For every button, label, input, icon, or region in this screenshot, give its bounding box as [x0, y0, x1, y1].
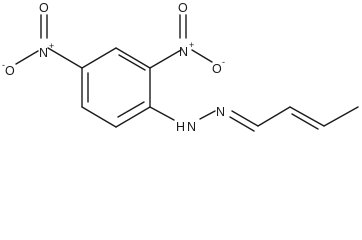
charge-label-minus: -: [222, 57, 225, 67]
c-c-terminal-bond: [323, 106, 359, 127]
ring-to-nitro-bond: [149, 49, 182, 69]
atom-label-nitro-o: O: [39, 1, 49, 15]
atom-label-nitro-n: N: [39, 46, 48, 60]
benzene-ring: [81, 47, 151, 128]
ring-double-bond: [118, 54, 146, 71]
atom-label-nitro-o: O: [212, 62, 222, 76]
ring-double-bond: [117, 101, 145, 118]
atom-label-nitro-o: O: [178, 1, 188, 15]
nitro-single-bond: [15, 50, 39, 65]
ring-bond: [81, 47, 117, 69]
atom-label-nh-h: H: [176, 120, 185, 134]
ring-bond: [81, 106, 117, 128]
chemical-structure: N + O O - N + O O - H N N: [2, 1, 359, 134]
charge-label-plus: +: [189, 40, 194, 50]
c-c-double-bond: [289, 106, 325, 127]
ring-bond: [115, 106, 151, 128]
nitro-single-bond: [191, 49, 213, 63]
charge-label-plus: +: [49, 41, 54, 51]
ring-bond: [115, 47, 151, 69]
ring-to-nh-bond: [149, 106, 175, 121]
nitro-group-right-bonds: [149, 14, 213, 69]
atom-label-nitro-n: N: [179, 45, 188, 59]
nh-n-bond: [199, 110, 216, 120]
nitro-group-left-bonds: [15, 14, 83, 69]
n-c-double-bond: [229, 116, 255, 132]
atom-label-nitro-o: O: [5, 64, 15, 78]
n-c-double-bond: [231, 110, 259, 127]
charge-label-minus: -: [2, 60, 5, 70]
c-c-single-bond: [257, 106, 291, 127]
atom-label-nh-n: N: [187, 120, 196, 134]
ring-to-nitro-bond: [47, 47, 83, 69]
atom-label-imine-n: N: [216, 105, 225, 119]
side-chain-bonds: [149, 106, 359, 132]
c-c-double-bond: [291, 113, 319, 130]
